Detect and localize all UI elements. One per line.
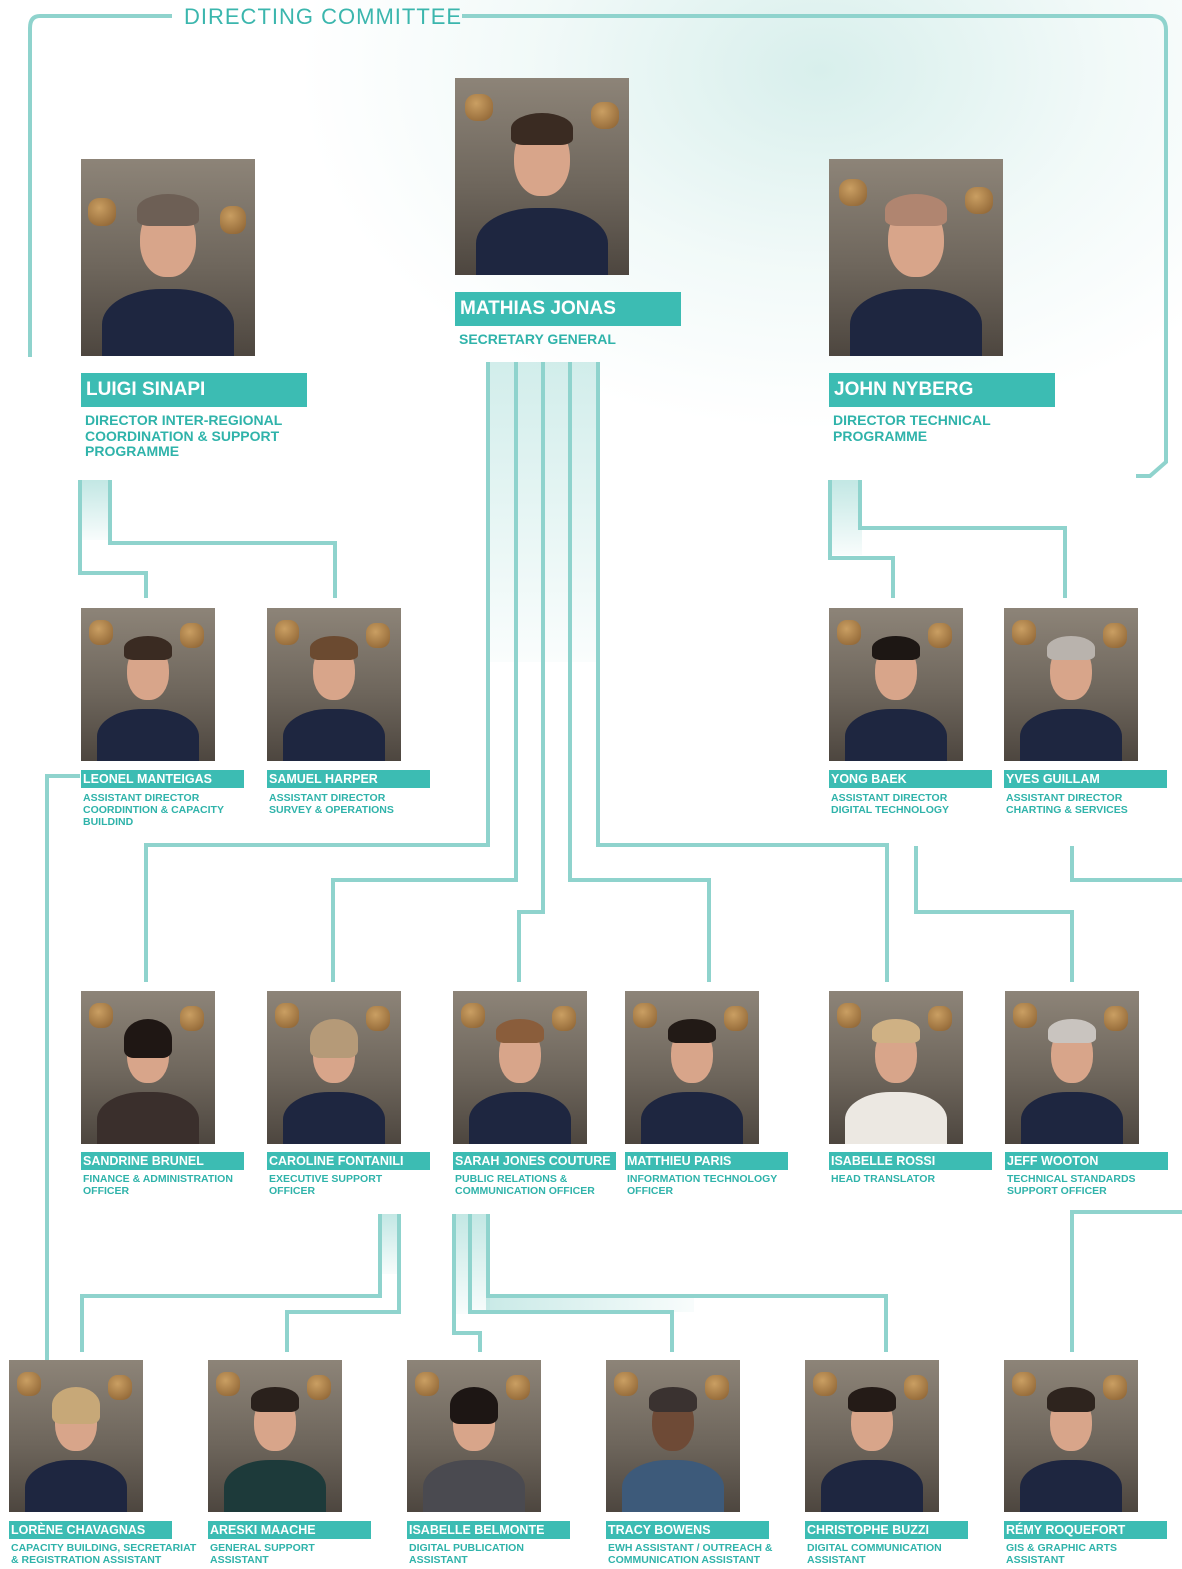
portrait-photo [1004,608,1138,761]
connector-line [486,1214,888,1352]
person-role: DIGITAL PUBLICATION ASSISTANT [409,1542,524,1566]
portrait-photo [267,608,401,761]
person-role: FINANCE & ADMINISTRATION OFFICER [83,1173,233,1197]
portrait-photo [81,608,215,761]
portrait-photo [453,991,587,1144]
person-role: GENERAL SUPPORT ASSISTANT [210,1542,315,1566]
person-name: JEFF WOOTON [1005,1152,1168,1170]
portrait-photo [81,159,255,356]
connector-line [1070,1210,1182,1352]
person-name: MATTHIEU PARIS [625,1152,788,1170]
portrait-photo [81,991,215,1144]
person-name: TRACY BOWENS [606,1521,769,1539]
person-role: ASSISTANT DIRECTOR DIGITAL TECHNOLOGY [831,792,950,816]
portrait-photo [208,1360,342,1512]
person-name: CHRISTOPHE BUZZI [805,1521,968,1539]
portrait-photo [9,1360,143,1512]
person-role: PUBLIC RELATIONS & COMMUNICATION OFFICER [455,1173,595,1197]
person-name: LUIGI SINAPI [81,373,307,407]
portrait-photo [829,608,963,761]
person-name: CAROLINE FONTANILI [267,1152,430,1170]
connector-line [468,1214,674,1352]
person-role: ASSISTANT DIRECTOR COORDINTION & CAPACIT… [83,792,224,828]
person-role: DIRECTOR INTER-REGIONAL COORDINATION & S… [85,412,283,460]
connector-line [1070,846,1182,882]
person-role: INFORMATION TECHNOLOGY OFFICER [627,1173,778,1197]
person-name: JOHN NYBERG [829,373,1055,407]
person-role: EWH ASSISTANT / OUTREACH & COMMUNICATION… [608,1542,773,1566]
portrait-photo [829,159,1003,356]
person-name: ISABELLE BELMONTE [407,1521,570,1539]
portrait-photo [805,1360,939,1512]
person-name: SAMUEL HARPER [267,770,430,788]
person-role: ASSISTANT DIRECTOR CHARTING & SERVICES [1006,792,1128,816]
person-role: TECHNICAL STANDARDS SUPPORT OFFICER [1007,1173,1136,1197]
connector-line [914,846,1074,982]
portrait-photo [606,1360,740,1512]
person-role: DIGITAL COMMUNICATION ASSISTANT [807,1542,942,1566]
person-name: SARAH JONES COUTURE [453,1152,616,1170]
portrait-photo [1004,1360,1138,1512]
portrait-photo [829,991,963,1144]
connector-line [108,480,337,598]
person-name: LORÈNE CHAVAGNAS [9,1521,172,1539]
person-role: ASSISTANT DIRECTOR SURVEY & OPERATIONS [269,792,394,816]
portrait-photo [455,78,629,275]
person-name: MATHIAS JONAS [455,292,681,326]
person-name: ISABELLE ROSSI [829,1152,992,1170]
portrait-photo [1005,991,1139,1144]
person-role: DIRECTOR TECHNICAL PROGRAMME [833,412,991,444]
directing-committee-title: DIRECTING COMMITTEE [184,4,463,29]
person-name: RÉMY ROQUEFORT [1004,1521,1167,1539]
person-name: YVES GUILLAM [1004,770,1167,788]
portrait-photo [267,991,401,1144]
connector-line [45,774,80,1360]
person-name: ARESKI MAACHE [208,1521,371,1539]
person-role: HEAD TRANSLATOR [831,1173,936,1185]
portrait-photo [407,1360,541,1512]
connector-line [858,480,1067,598]
person-role: GIS & GRAPHIC ARTS ASSISTANT [1006,1542,1118,1566]
person-role: CAPACITY BUILDING, SECRETARIAT & REGISTR… [11,1542,197,1566]
person-role: EXECUTIVE SUPPORT OFFICER [269,1173,383,1197]
committee-frame-line [462,14,1168,478]
committee-frame-line [28,14,172,357]
connector-line [80,1214,382,1352]
person-name: SANDRINE BRUNEL [81,1152,244,1170]
portrait-photo [625,991,759,1144]
person-name: YONG BAEK [829,770,992,788]
trunk-shading [80,362,862,1314]
person-role: SECRETARY GENERAL [459,331,616,347]
person-name: LEONEL MANTEIGAS [81,770,244,788]
